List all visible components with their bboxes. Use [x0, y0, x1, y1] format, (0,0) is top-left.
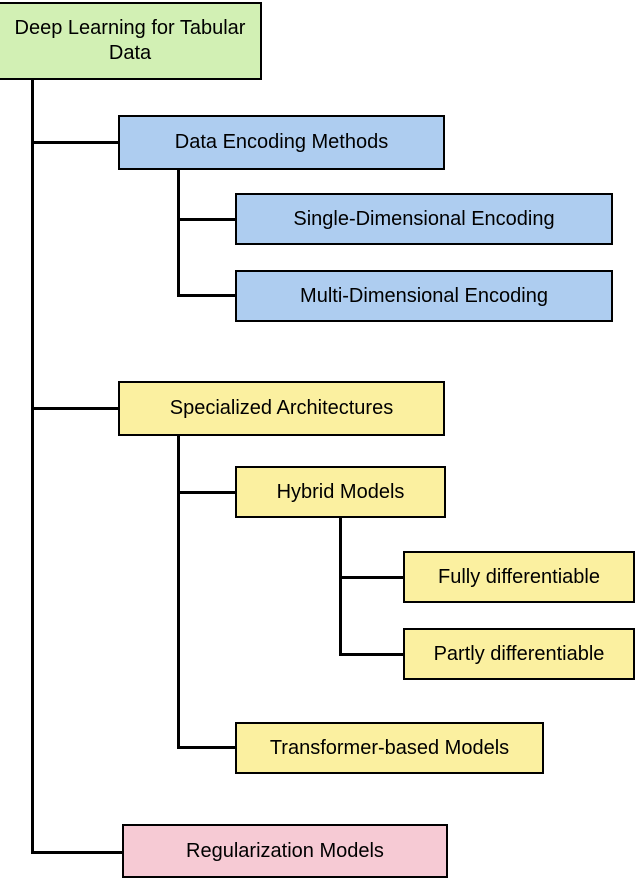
edge-root-to-data-encoding: [31, 141, 120, 144]
edge-root-to-regularization-models: [31, 851, 124, 854]
node-root[interactable]: Deep Learning for Tabular Data: [0, 2, 262, 80]
node-regularization-models[interactable]: Regularization Models: [122, 824, 448, 878]
node-data-encoding-methods[interactable]: Data Encoding Methods: [118, 115, 445, 170]
edge-specialized-architectures-to-transformer-models: [177, 746, 237, 749]
node-partly-differentiable[interactable]: Partly differentiable: [403, 628, 635, 680]
edge-data-encoding-to-multi-dimensional: [177, 294, 237, 297]
node-specialized-architectures[interactable]: Specialized Architectures: [118, 381, 445, 436]
node-fully-differentiable[interactable]: Fully differentiable: [403, 551, 635, 603]
edge-root-trunk-vertical: [31, 80, 34, 854]
node-single-dimensional-encoding[interactable]: Single-Dimensional Encoding: [235, 193, 613, 245]
node-multi-dimensional-encoding[interactable]: Multi-Dimensional Encoding: [235, 270, 613, 322]
edge-root-to-specialized-architectures: [31, 407, 120, 410]
edge-data-encoding-to-single-dimensional: [177, 218, 237, 221]
edge-specialized-architectures-trunk-vertical: [177, 435, 180, 749]
edge-specialized-architectures-to-hybrid-models: [177, 491, 237, 494]
edge-hybrid-models-to-fully-differentiable: [339, 576, 405, 579]
edge-data-encoding-trunk-vertical: [177, 169, 180, 297]
edge-hybrid-models-to-partly-differentiable: [339, 653, 405, 656]
edge-hybrid-models-trunk-vertical: [339, 517, 342, 656]
node-hybrid-models[interactable]: Hybrid Models: [235, 466, 446, 518]
node-transformer-based-models[interactable]: Transformer-based Models: [235, 722, 544, 774]
